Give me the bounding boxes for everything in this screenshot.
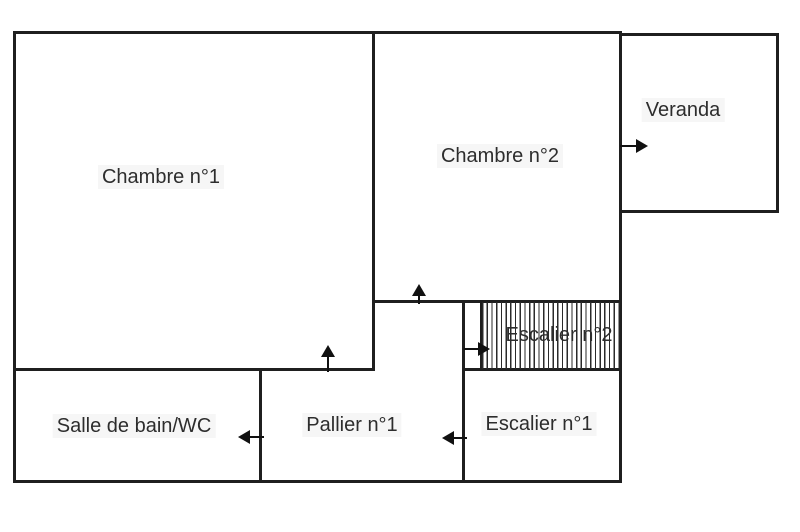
door-arrow-right-veranda-icon: [620, 139, 648, 153]
wall-pallier-escalier: [462, 300, 465, 483]
room-label-chambre1: Chambre n°1: [97, 165, 225, 189]
door-arrow-left-pallier-icon: [442, 431, 467, 445]
room-label-chambre2: Chambre n°2: [436, 144, 564, 168]
room-label-escalier1: Escalier n°1: [481, 412, 597, 436]
room-label-veranda: Veranda: [641, 98, 725, 122]
veranda-outline: [619, 33, 779, 213]
room-label-pallier1: Pallier n°1: [302, 413, 402, 437]
wall-chambre1-chambre2: [372, 31, 375, 371]
room-label-salle-de-bain-wc: Salle de bain/WC: [52, 414, 216, 438]
door-arrow-right-escalier2-icon: [464, 342, 490, 356]
door-arrow-up-chambre1-icon: [321, 345, 335, 372]
wall-sdb-pallier: [259, 368, 262, 483]
wall-chambre1-bottom: [13, 368, 375, 371]
door-arrow-left-sdb-icon: [238, 430, 264, 444]
escalier2-hatched-area: [480, 300, 622, 371]
door-arrow-up-chambre2-icon: [412, 284, 426, 304]
room-label-escalier2: Escalier n°2: [505, 324, 613, 346]
building-outline: [13, 31, 622, 483]
